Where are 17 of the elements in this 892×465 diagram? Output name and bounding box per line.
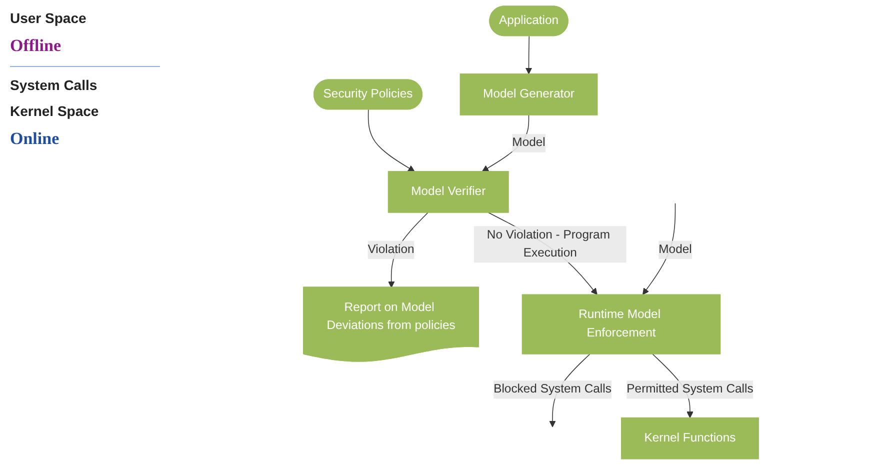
edge-label: Permitted System Calls <box>626 382 754 396</box>
edge-label: No Violation - Program Execution <box>486 228 610 260</box>
edge-label: Violation <box>368 242 414 256</box>
arrow <box>525 36 532 74</box>
edge-label: Blocked System Calls <box>494 382 612 396</box>
node-box: Model Generator <box>460 74 598 116</box>
note-label: System Calls <box>10 77 98 93</box>
note-label: Online <box>10 129 60 149</box>
node-box: Kernel Functions <box>621 417 759 460</box>
edge-label: Model <box>512 136 546 150</box>
note-label: Kernel Space <box>10 103 100 119</box>
edge-label: Model <box>658 242 692 256</box>
arrow <box>368 109 415 172</box>
note-label: User Space <box>10 10 88 26</box>
note-label: Offline <box>10 36 62 56</box>
node-box: Runtime Model Enforcement <box>522 294 721 354</box>
node-box: Model Verifier <box>388 171 509 213</box>
